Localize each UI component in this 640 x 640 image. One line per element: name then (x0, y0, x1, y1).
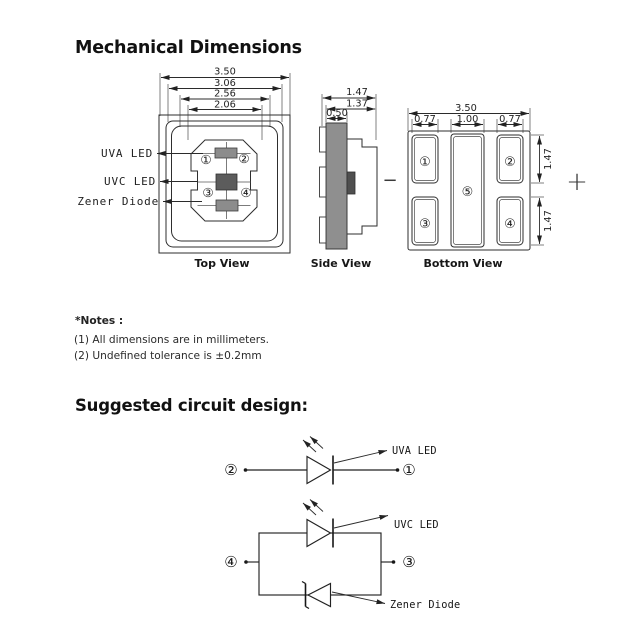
pad-4-number: ④ (504, 217, 516, 232)
uva-led-circuit: ② ① UVA LED (224, 436, 437, 485)
bottom-view: 3.50 0.77 1.00 0.77 ① ② ③ ④ ⑤ (407, 103, 554, 270)
dim-value: 1.47 (346, 87, 368, 98)
terminal-dot (395, 468, 400, 472)
plus-mark: + (566, 167, 588, 197)
notes-heading: *Notes : (75, 315, 123, 327)
bottom-pad-4-inner (499, 199, 521, 243)
top-view-outline-mid (165, 120, 284, 248)
uvc-led-die (215, 173, 238, 191)
bottom-pad-5-inner (453, 136, 482, 245)
uva-led-annotation: UVA LED (101, 147, 153, 160)
zener-diode-symbol (306, 582, 332, 608)
top-view: 3.50 3.06 2.56 2.06 ① ② ③ ④ UVA LED UVC … (77, 67, 291, 270)
zener-hook (301, 580, 306, 585)
dim-value: 3.50 (455, 103, 477, 114)
side-view-lead-tab (319, 166, 327, 198)
side-view-center-tab (346, 171, 356, 195)
pad-3-number: ③ (419, 217, 431, 232)
zener-hook (305, 605, 310, 610)
top-view-cavity (190, 139, 258, 222)
note-line-2: (2) Undefined tolerance is ±0.2mm (74, 350, 262, 362)
uvc-label-leader (333, 514, 389, 529)
uvc-led-symbol (306, 518, 332, 548)
top-view-outline-inner (171, 125, 278, 242)
emission-arrow (302, 502, 317, 516)
dim-value: 0.77 (414, 114, 436, 125)
dim-value: 3.50 (214, 67, 236, 78)
zener-label-leader (331, 591, 386, 605)
bottom-pad-1 (411, 134, 439, 184)
parallel-loop-wire (258, 532, 382, 596)
emission-arrow (309, 499, 324, 512)
bottom-pad-2 (496, 134, 524, 184)
dim-value: 2.06 (214, 100, 236, 111)
side-view: 1.47 1.37 0.50 Side View (311, 87, 378, 270)
bottom-pad-3 (411, 196, 439, 246)
dim-value: 1.37 (346, 99, 368, 110)
pin-1-marker: ① (200, 152, 211, 167)
emission-arrow (302, 439, 317, 453)
uva-anode-pin: ② (224, 461, 237, 479)
pad-1-number: ① (419, 155, 431, 170)
side-view-lead-tab (319, 216, 327, 244)
top-view-label: Top View (194, 257, 249, 270)
terminal-dot (391, 560, 396, 564)
zener-annotation: Zener Diode (77, 195, 159, 208)
uva-cathode-pin: ① (402, 461, 415, 479)
notes-section: *Notes : (1) All dimensions are in milli… (74, 315, 269, 362)
dim-value: 1.00 (457, 114, 479, 125)
side-view-substrate (325, 122, 348, 250)
bottom-pad-5-thermal (450, 133, 485, 248)
bottom-pad-1-inner (414, 137, 436, 181)
circuit-heading: Suggested circuit design: (75, 396, 308, 415)
bottom-pad-3-inner (414, 199, 436, 243)
uvc-anode-pin: ④ (224, 553, 237, 571)
dim-value: 0.77 (499, 114, 521, 125)
side-view-lead-tab (319, 126, 327, 153)
pin-4-marker: ④ (240, 185, 251, 200)
zener-circuit-label: Zener Diode (390, 599, 460, 611)
page-title: Mechanical Dimensions (75, 38, 302, 58)
uvc-circuit-label: UVC LED (394, 519, 439, 531)
uva-led-symbol (306, 455, 332, 485)
zener-diode-die (215, 199, 239, 212)
uvc-zener-circuit: ④ ③ UVC LED Zener Diode (224, 499, 460, 611)
uva-label-leader (333, 450, 388, 464)
emission-arrow (309, 436, 324, 449)
uvc-led-annotation: UVC LED (104, 175, 156, 188)
bottom-view-outline (407, 130, 531, 251)
note-line-1: (1) All dimensions are in millimeters. (74, 334, 269, 346)
uvc-cathode-pin: ③ (402, 553, 415, 571)
dim-value: 1.47 (543, 210, 554, 232)
uva-circuit-label: UVA LED (392, 445, 437, 457)
uva-led-die (214, 147, 238, 159)
pin-2-marker: ② (238, 151, 249, 166)
dim-value: 0.50 (326, 108, 348, 119)
pad-5-number: ⑤ (462, 185, 474, 200)
dim-value: 1.47 (543, 148, 554, 170)
bottom-pad-4 (496, 196, 524, 246)
pin-3-marker: ③ (202, 185, 213, 200)
bottom-pad-2-inner (499, 137, 521, 181)
pad-2-number: ② (504, 155, 516, 170)
top-view-outline-outer (158, 114, 291, 254)
bottom-view-label: Bottom View (423, 257, 502, 270)
dim-value: 2.56 (214, 89, 236, 100)
side-view-body-profile (347, 138, 378, 235)
dim-value: 3.06 (214, 78, 236, 89)
minus-mark: − (382, 170, 397, 191)
side-view-label: Side View (311, 257, 372, 270)
